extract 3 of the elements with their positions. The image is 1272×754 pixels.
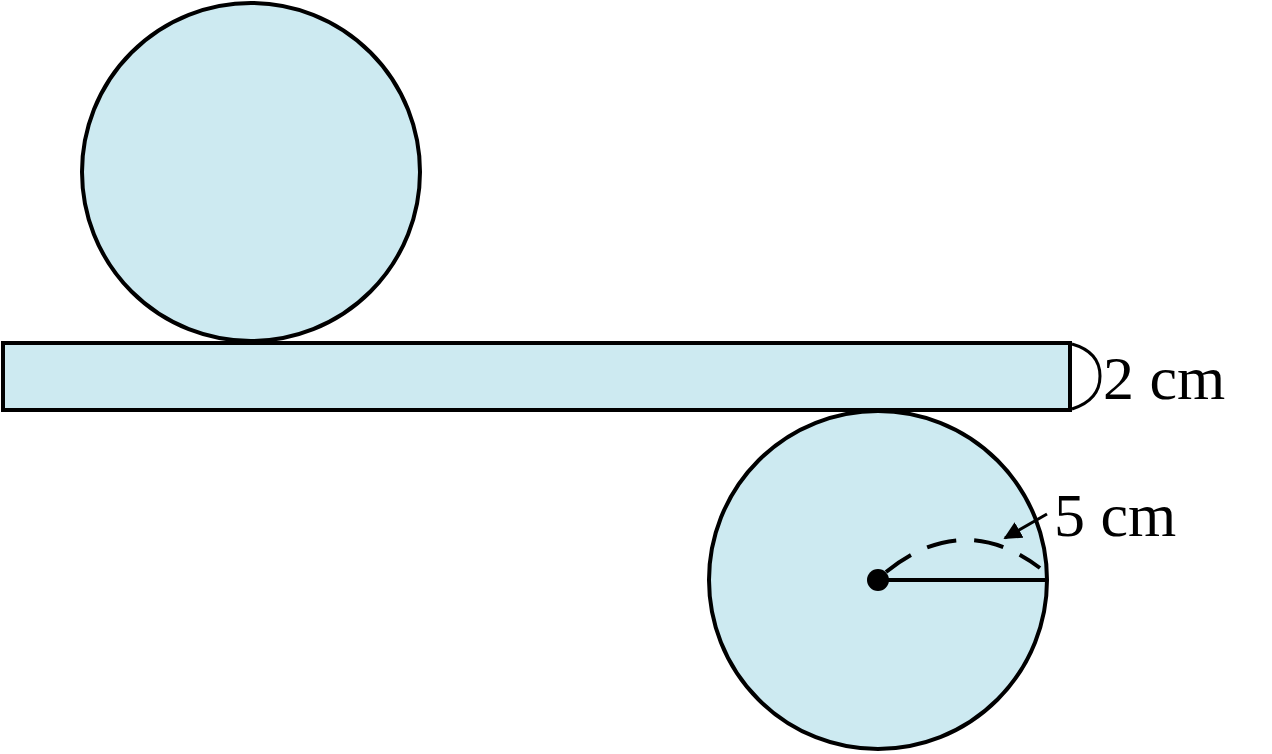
- dimension-label: 5 cm: [1054, 484, 1177, 546]
- dimension-label: 2 cm: [1103, 347, 1226, 409]
- dimension-arc: [884, 538, 1042, 574]
